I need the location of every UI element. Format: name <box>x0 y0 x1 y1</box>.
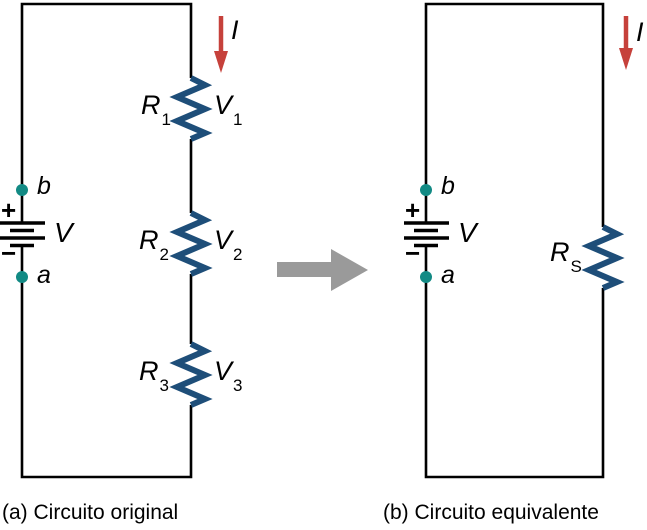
terminal-b-label-a: b <box>37 172 51 200</box>
r3-base: R <box>139 356 159 386</box>
v1-base: V <box>214 90 233 120</box>
battery-a-voltage-label: V <box>54 217 73 248</box>
resistor-label-rs: RS <box>550 237 582 276</box>
v3-base: V <box>214 356 233 386</box>
r2-base: R <box>139 225 159 255</box>
resistor-label-r1: R1 <box>141 90 171 129</box>
terminal-a-label-a: a <box>37 261 51 289</box>
voltage-label-v2: V2 <box>214 225 242 264</box>
terminal-b-dot-b <box>420 184 432 196</box>
voltage-label-v1: V1 <box>214 90 242 129</box>
v3-sub: 3 <box>233 376 243 396</box>
r3-sub: 3 <box>159 376 169 396</box>
resistor-rs-zigzag <box>581 224 625 291</box>
r1-sub: 1 <box>161 110 171 130</box>
battery-b-minus-sign: − <box>405 238 421 268</box>
battery-b-voltage-label: V <box>458 217 477 248</box>
terminal-a-label-b: a <box>441 261 455 289</box>
equivalence-right-arrow <box>277 249 368 291</box>
terminal-a-dot-b <box>420 271 432 283</box>
v1-sub: 1 <box>233 110 243 130</box>
current-label-b: I <box>636 17 644 47</box>
v2-sub: 2 <box>233 245 243 265</box>
battery-a-symbol <box>0 221 45 248</box>
rs-base: R <box>550 237 570 267</box>
terminal-a-dot-a <box>16 271 28 283</box>
caption-circuit-b: (b) Circuito equivalente <box>383 501 599 524</box>
current-arrow-b-head <box>619 48 633 70</box>
battery-b-symbol <box>404 221 449 248</box>
terminal-b-label-b: b <box>441 172 455 200</box>
resistor-r1-zigzag <box>169 75 213 142</box>
resistor-label-r2: R2 <box>139 225 169 264</box>
r2-sub: 2 <box>159 245 169 265</box>
rs-sub: S <box>570 257 582 277</box>
resistor-label-r3: R3 <box>139 356 169 395</box>
battery-b-plus-sign: + <box>405 195 421 225</box>
current-arrow-a-head <box>214 51 228 73</box>
terminal-b-dot-a <box>16 184 28 196</box>
battery-a-plus-sign: + <box>1 195 17 225</box>
voltage-label-v3: V3 <box>214 356 242 395</box>
circuit-a-wire <box>20 2 193 479</box>
resistor-r2-zigzag <box>169 210 213 277</box>
circuit-b-wire <box>424 2 605 479</box>
current-label-a: I <box>231 15 239 45</box>
r1-base: R <box>141 90 161 120</box>
v2-base: V <box>214 225 233 255</box>
caption-circuit-a: (a) Circuito original <box>2 501 179 524</box>
resistor-r3-zigzag <box>169 341 213 408</box>
battery-a-minus-sign: − <box>1 238 17 268</box>
